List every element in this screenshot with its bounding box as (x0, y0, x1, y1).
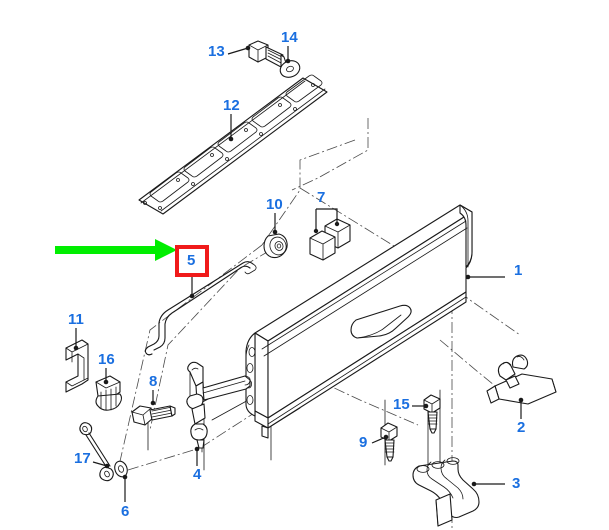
green-highlight-arrow (55, 239, 177, 261)
callout-4: 4 (193, 466, 202, 483)
part-16-rubber-stop (95, 375, 123, 411)
part-8-hex-bolt (131, 405, 176, 426)
callout-leaders (73, 45, 524, 502)
callout-2: 2 (517, 419, 526, 436)
part-5-torsion-rod (144, 261, 257, 356)
callout-3: 3 (512, 475, 521, 492)
part-10-rubber-grommet (263, 233, 288, 259)
red-highlight-box (175, 245, 209, 277)
part-14-flat-washer (279, 60, 301, 78)
callout-1: 1 (514, 262, 523, 279)
callout-17: 17 (74, 450, 91, 467)
callout-12: 12 (223, 97, 240, 114)
part-15-hex-bolt (423, 394, 441, 434)
part-3-hinge-bracket (412, 457, 480, 527)
callout-8: 8 (149, 373, 158, 390)
part-17-support-link (79, 422, 114, 482)
callout-5: 5 (187, 252, 196, 269)
callout-11: 11 (68, 311, 84, 328)
part-9-hex-bolt (380, 422, 398, 462)
callout-16: 16 (98, 351, 115, 368)
callout-13: 13 (208, 43, 225, 60)
part-4-latch-assembly (186, 361, 251, 449)
callout-9: 9 (359, 434, 368, 451)
part-7-bump-stops (309, 208, 351, 261)
callout-10: 10 (266, 196, 283, 213)
part-11-retainer-clip (65, 339, 89, 393)
callout-15: 15 (393, 396, 410, 413)
callout-14: 14 (281, 29, 298, 46)
part-1-tailgate-panel (245, 204, 473, 439)
callout-6: 6 (121, 503, 130, 520)
part-2-striker-bracket (486, 354, 557, 405)
part-12-tailgate-seal (138, 74, 328, 215)
callout-7: 7 (317, 189, 326, 206)
